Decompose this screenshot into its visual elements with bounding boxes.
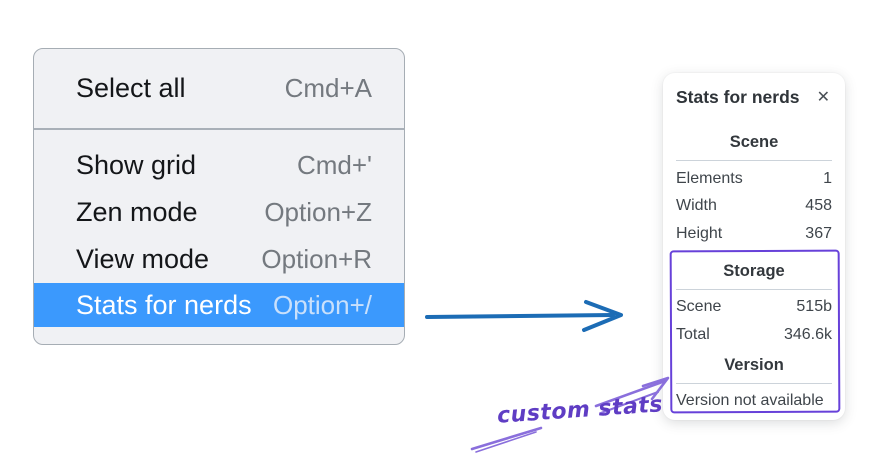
stats-section-version: Version Version not available bbox=[676, 355, 832, 415]
section-divider bbox=[676, 382, 832, 384]
menu-item-shortcut: Option+R bbox=[261, 244, 372, 274]
stat-label: Height bbox=[676, 224, 723, 242]
annotation-label: custom stats bbox=[496, 392, 664, 429]
section-heading: Storage bbox=[723, 261, 785, 280]
menu-item-shortcut: Cmd+A bbox=[284, 73, 372, 103]
menu-item-label: View mode bbox=[76, 244, 210, 274]
close-icon[interactable]: ✕ bbox=[816, 88, 830, 106]
menu-group-spacer bbox=[34, 130, 404, 142]
menu-item-label: Stats for nerds bbox=[76, 289, 252, 320]
menu-item-view-mode[interactable]: View mode Option+R bbox=[34, 236, 404, 283]
stat-label: Elements bbox=[676, 169, 743, 187]
context-menu: Select all Cmd+A Show grid Cmd+' Zen mod… bbox=[33, 48, 405, 345]
stats-panel: Stats for nerds ✕ Scene Elements 1 Width… bbox=[663, 73, 845, 420]
stat-row-height: Height 367 bbox=[676, 220, 832, 248]
panel-title: Stats for nerds bbox=[676, 87, 800, 107]
version-status-text: Version not available bbox=[676, 392, 824, 409]
stat-label: Scene bbox=[676, 298, 722, 316]
menu-item-shortcut: Cmd+' bbox=[296, 150, 372, 180]
menu-item-shortcut: Option+/ bbox=[272, 289, 372, 320]
stat-row-scene-storage: Scene 515b bbox=[676, 294, 832, 322]
section-divider bbox=[676, 160, 832, 161]
stat-value: 515b bbox=[796, 298, 832, 316]
stat-value: 346.6k bbox=[783, 325, 832, 343]
stat-value: 1 bbox=[823, 169, 832, 187]
menu-item-label: Show grid bbox=[76, 150, 197, 180]
menu-item-shortcut: Option+Z bbox=[264, 197, 372, 227]
stat-row-total-storage: Total 346.6k bbox=[676, 321, 832, 349]
stat-row-width: Width 458 bbox=[676, 193, 832, 221]
stat-label: Total bbox=[676, 325, 710, 343]
stat-label: Width bbox=[676, 197, 717, 215]
menu-item-zen-mode[interactable]: Zen mode Option+Z bbox=[34, 189, 404, 236]
stats-panel-header: Stats for nerds ✕ bbox=[676, 86, 832, 109]
stat-value: 458 bbox=[805, 197, 832, 215]
stats-section-scene: Scene Elements 1 Width 458 Height 367 bbox=[676, 132, 832, 248]
stat-value: 367 bbox=[805, 224, 832, 242]
stat-row-elements: Elements 1 bbox=[676, 165, 832, 193]
menu-item-show-grid[interactable]: Show grid Cmd+' bbox=[34, 142, 404, 189]
section-heading: Scene bbox=[729, 133, 779, 151]
menu-item-label: Zen mode bbox=[76, 197, 198, 227]
menu-item-select-all[interactable]: Select all Cmd+A bbox=[34, 49, 404, 128]
section-divider bbox=[676, 288, 832, 290]
stats-section-storage: Storage Scene 515b Total 346.6k bbox=[676, 261, 832, 349]
section-heading: Version bbox=[724, 355, 784, 374]
blue-arrow-icon bbox=[425, 300, 623, 332]
menu-item-label: Select all bbox=[76, 73, 186, 103]
menu-item-stats-for-nerds[interactable]: Stats for nerds Option+/ bbox=[34, 283, 404, 327]
menu-divider bbox=[34, 128, 404, 130]
